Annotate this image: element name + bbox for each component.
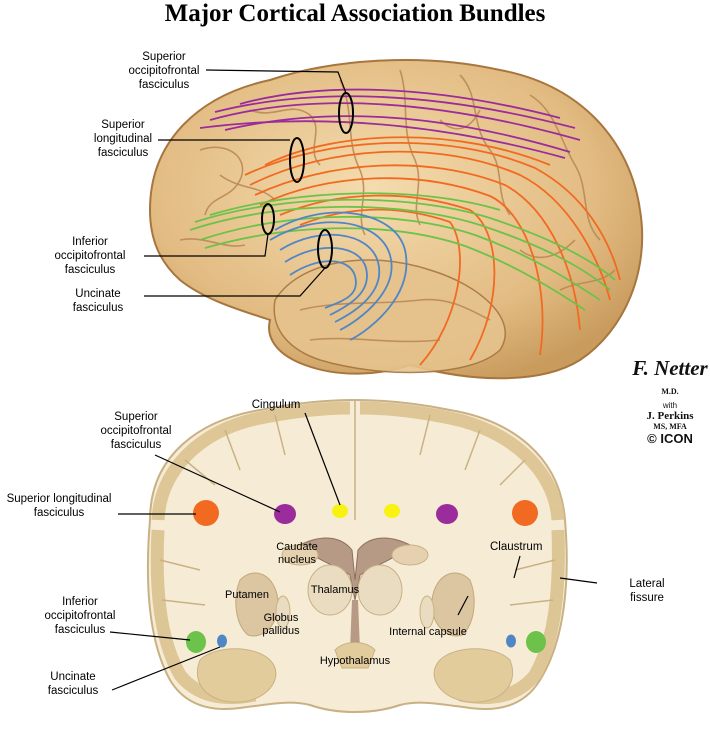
label-superior-longitudinal-bottom: Superior longitudinal fasciculus — [6, 493, 112, 519]
left-caudate — [281, 544, 319, 566]
left-temporal-lobe — [196, 648, 277, 703]
top-leader-lines — [144, 69, 347, 297]
label-superior-occipitofrontal-bottom: Superior occipitofrontal fasciculus — [100, 411, 172, 451]
right-temporal-lobe — [433, 648, 514, 703]
hypothalamus-region — [334, 642, 376, 669]
coronal-section-illustration — [109, 398, 598, 714]
label-uncinate-top: Uncinate fasciculus — [72, 288, 124, 314]
superior-occipitofrontal-fibers — [199, 88, 581, 159]
label-cingulum: Cingulum — [251, 399, 301, 411]
artist-suffix: M.D. — [661, 387, 679, 396]
coauthor-credentials: MS, MFA — [653, 422, 687, 431]
right-putamen — [431, 572, 475, 637]
left-thalamus — [307, 564, 353, 616]
label-thalamus: Thalamus — [310, 584, 360, 596]
right-thalamus — [357, 564, 403, 616]
label-caudate-nucleus: Caudate nucleus — [276, 541, 318, 566]
label-superior-longitudinal-top: Superior longitudinal fasciculus — [93, 119, 153, 159]
bottom-leader-lines — [109, 412, 598, 691]
label-putamen: Putamen — [224, 589, 270, 601]
coauthor-name: J. Perkins — [646, 410, 694, 422]
lateral-brain-illustration — [144, 58, 644, 380]
uncinate-fibers — [269, 211, 408, 341]
label-uncinate-bottom: Uncinate fasciculus — [47, 671, 99, 697]
left-putamen — [235, 572, 279, 637]
label-inferior-occipitofrontal-bottom: Inferior occipitofrontal fasciculus — [44, 596, 116, 636]
left-uncinate-section — [217, 634, 227, 648]
label-hypothalamus: Hypothalamus — [319, 655, 391, 667]
label-internal-capsule: Internal capsule — [389, 626, 467, 638]
artist-name: F. Netter — [632, 356, 708, 380]
temporal-lobe — [273, 259, 506, 374]
label-globus-pallidus: Globus pallidus — [262, 612, 300, 637]
left-cingulum-section — [332, 504, 348, 518]
label-lateral-fissure: Lateral fissure — [629, 578, 665, 604]
right-cingulum-section — [384, 504, 400, 518]
artist-signature: F. Netter M.D. with J. Perkins MS, MFA ©… — [632, 356, 708, 446]
label-claustrum: Claustrum — [490, 541, 543, 553]
copyright-mark: © ICON — [647, 431, 693, 446]
left-inferior-occipitofrontal-section — [186, 631, 206, 653]
third-ventricle — [350, 600, 360, 650]
right-superior-occipitofrontal-section — [436, 504, 458, 524]
left-superior-longitudinal-section — [193, 500, 219, 526]
bundle-cross-sections — [186, 500, 546, 653]
figure-title: Major Cortical Association Bundles — [164, 0, 546, 27]
label-inferior-occipitofrontal-top: Inferior occipitofrontal fasciculus — [54, 236, 126, 276]
sulci-folds — [159, 400, 556, 606]
left-globus-pallidus — [275, 595, 291, 629]
signature-with: with — [662, 401, 678, 410]
left-superior-occipitofrontal-section — [274, 504, 296, 524]
right-uncinate-section — [506, 634, 516, 648]
right-inferior-occipitofrontal-section — [526, 631, 546, 653]
right-superior-longitudinal-section — [512, 500, 538, 526]
right-globus-pallidus — [419, 595, 435, 629]
label-superior-occipitofrontal-top: Superior occipitofrontal fasciculus — [128, 51, 200, 91]
right-caudate — [391, 544, 429, 566]
